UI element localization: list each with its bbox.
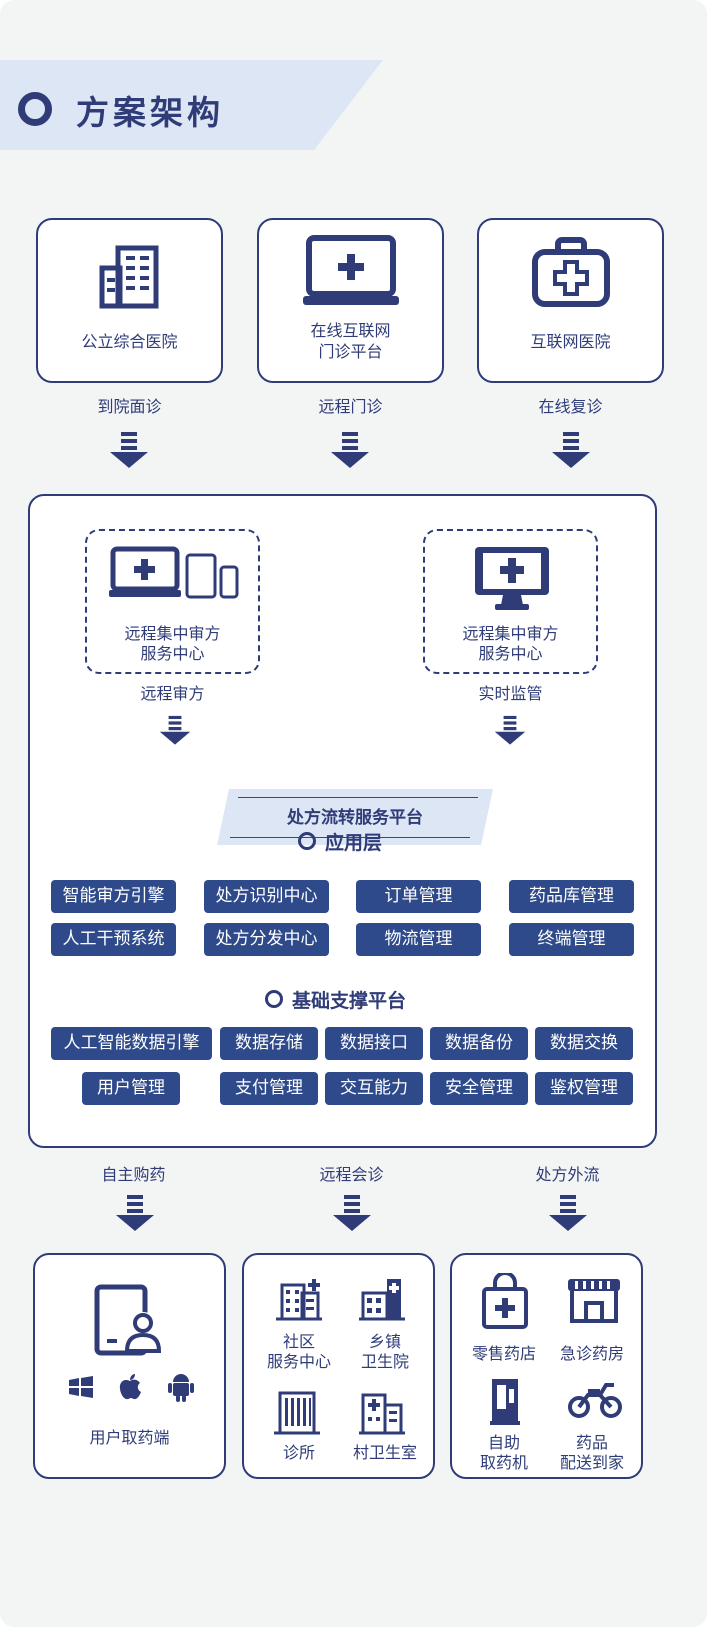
- app-module: 订单管理: [356, 880, 481, 913]
- circle-icon: [265, 990, 283, 1008]
- app-module: 物流管理: [356, 923, 481, 956]
- down-arrow-icon: [333, 1195, 371, 1233]
- divider: [230, 837, 470, 838]
- base-module: 数据交换: [535, 1027, 633, 1060]
- multi-device-icon: [109, 545, 239, 601]
- title-banner: [0, 60, 383, 150]
- app-module: 智能审方引擎: [51, 880, 176, 913]
- app-module: 人工干预系统: [51, 923, 176, 956]
- source-label: 互联网医院: [530, 332, 611, 351]
- down-arrow-icon: [494, 715, 526, 746]
- monitor-medical-icon: [473, 545, 551, 611]
- outlet-label: 村卫生室: [352, 1443, 417, 1462]
- village-clinic-icon: [359, 1389, 405, 1437]
- source-label-line2: 门诊平台: [318, 342, 383, 361]
- source-card-online-platform: 在线互联网 门诊平台: [257, 218, 444, 383]
- medical-kit-icon: [531, 236, 611, 308]
- circle-icon: [298, 832, 316, 850]
- base-module: 交互能力: [325, 1072, 423, 1105]
- center-label-line1: 远程集中审方: [124, 624, 221, 643]
- outlet-card-self-service: 用户取药端: [33, 1253, 226, 1479]
- flow-label: 自主购药: [101, 1165, 166, 1184]
- app-module: 处方识别中心: [204, 880, 329, 913]
- source-card-internet-hospital: 互联网医院: [477, 218, 664, 383]
- clinic-building-icon: [359, 1275, 405, 1323]
- down-arrow-icon: [549, 1195, 587, 1233]
- shopping-bag-medical-icon: [480, 1273, 530, 1331]
- laptop-medical-icon: [303, 234, 399, 308]
- flow-label: 处方外流: [535, 1165, 600, 1184]
- outlet-label: 用户取药端: [89, 1428, 170, 1447]
- outlet-label: 零售药店: [471, 1344, 536, 1363]
- base-module: 数据接口: [325, 1027, 423, 1060]
- base-module: 用户管理: [82, 1072, 180, 1105]
- down-arrow-icon: [110, 432, 148, 470]
- section-title-base-layer: 基础支撑平台: [292, 990, 407, 1012]
- motorcycle-icon: [568, 1379, 622, 1419]
- outlet-label-line1: 社区: [282, 1332, 315, 1351]
- center-label-line2: 服务中心: [478, 644, 543, 663]
- flow-label: 远程会诊: [319, 1165, 384, 1184]
- base-module: 安全管理: [430, 1072, 528, 1105]
- platform-title: 处方流转服务平台: [287, 808, 423, 828]
- review-center-remote: 远程集中审方 服务中心: [85, 529, 260, 674]
- flow-label: 远程审方: [140, 684, 205, 703]
- app-module: 处方分发中心: [204, 923, 329, 956]
- apple-icon: [118, 1373, 142, 1401]
- outlet-label-line1: 药品: [575, 1433, 608, 1452]
- center-label-line1: 远程集中审方: [462, 624, 559, 643]
- outlet-label: 急诊药房: [559, 1344, 624, 1363]
- outlet-label-line1: 乡镇: [368, 1332, 401, 1351]
- center-label-line2: 服务中心: [140, 644, 205, 663]
- down-arrow-icon: [159, 715, 191, 746]
- divider: [238, 797, 478, 798]
- android-icon: [167, 1373, 195, 1403]
- base-module: 数据备份: [430, 1027, 528, 1060]
- outlet-label-line1: 自助: [487, 1433, 520, 1452]
- down-arrow-icon: [116, 1195, 154, 1233]
- outlet-label: 诊所: [282, 1443, 315, 1462]
- vending-machine-icon: [490, 1377, 520, 1425]
- review-center-monitor: 远程集中审方 服务中心: [423, 529, 598, 674]
- flow-label: 到院面诊: [97, 397, 162, 416]
- circle-icon: [18, 92, 52, 126]
- base-module: 鉴权管理: [535, 1072, 633, 1105]
- page-title: 方案架构: [76, 93, 224, 132]
- office-building-icon: [274, 1389, 320, 1437]
- flow-label: 远程门诊: [318, 397, 383, 416]
- down-arrow-icon: [331, 432, 369, 470]
- base-module: 人工智能数据引擎: [51, 1027, 212, 1060]
- base-module: 支付管理: [220, 1072, 318, 1105]
- source-card-public-hospital: 公立综合医院: [36, 218, 223, 383]
- storefront-icon: [566, 1275, 622, 1327]
- app-module: 终端管理: [509, 923, 634, 956]
- down-arrow-icon: [552, 432, 590, 470]
- flow-label: 实时监管: [478, 684, 543, 703]
- community-building-icon: [274, 1275, 324, 1323]
- outlet-label-line2: 取药机: [479, 1453, 528, 1472]
- outlet-label-line2: 卫生院: [360, 1352, 409, 1371]
- outlet-card-prescription-outflow: 零售药店 急诊药房 自助 取药机 药品 配送到家: [450, 1253, 643, 1479]
- source-label: 公立综合医院: [81, 332, 178, 351]
- section-title-app-layer: 应用层: [325, 832, 383, 854]
- hospital-building-icon: [98, 244, 162, 310]
- app-module: 药品库管理: [509, 880, 634, 913]
- outlet-label-line2: 服务中心: [266, 1352, 331, 1371]
- outlet-card-remote-consult: 社区 服务中心 乡镇 卫生院 诊所 村卫生室: [242, 1253, 435, 1479]
- windows-icon: [67, 1375, 95, 1399]
- outlet-label-line2: 配送到家: [559, 1453, 624, 1472]
- base-module: 数据存储: [220, 1027, 318, 1060]
- flow-label: 在线复诊: [538, 397, 603, 416]
- source-label-line1: 在线互联网: [310, 321, 391, 340]
- tablet-user-icon: [93, 1283, 165, 1359]
